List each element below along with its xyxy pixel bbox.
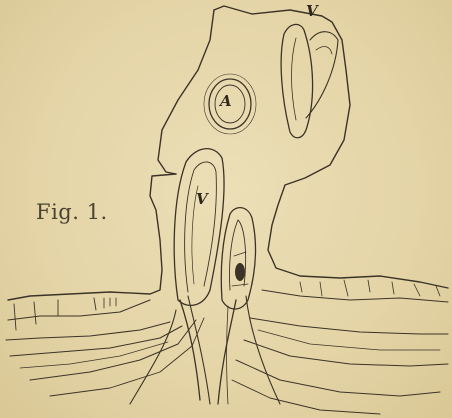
lobe-central (221, 208, 255, 309)
letter-v-top: V (306, 2, 318, 20)
letter-v-middle: V (196, 190, 208, 208)
lobe-v-middle (174, 149, 224, 306)
lobe-v-top (281, 24, 312, 137)
tissue-outline (214, 6, 448, 288)
letter-a: A (220, 92, 232, 110)
